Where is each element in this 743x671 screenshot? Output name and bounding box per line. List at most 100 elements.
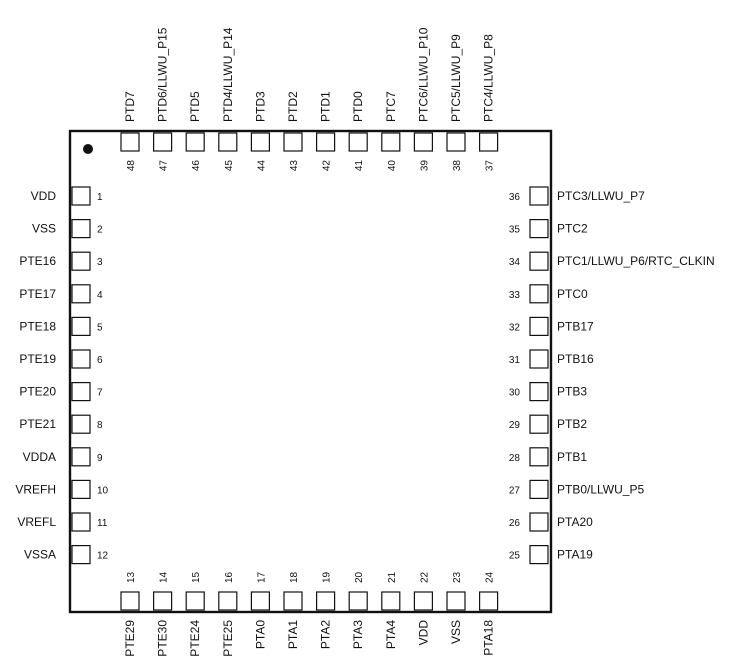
pin-pad [529,447,549,467]
pin-pad [185,591,205,611]
pin-number: 21 [387,571,398,583]
pin-pad [71,349,91,369]
pin-name: PTE19 [19,352,56,366]
pin-number: 26 [509,518,521,529]
pin-name: PTE20 [19,385,56,399]
pin-pad [529,382,549,402]
pin-number: 25 [509,551,521,562]
pin-number: 3 [97,257,103,268]
pin-pad [529,219,549,239]
pin-name: PTE25 [221,620,235,657]
pin-pad [71,447,91,467]
pin-pad [529,186,549,206]
pin-name: VDD [31,189,57,203]
pin-name: PTE16 [19,254,56,268]
pin-pad [529,414,549,434]
pin-number: 16 [224,571,235,583]
pin-name: VDDA [23,450,56,464]
pin-name: PTC3/LLWU_P7 [557,189,645,203]
pin-number: 44 [256,160,267,172]
pin-number: 32 [509,322,521,333]
pin-number: 9 [97,453,103,464]
pin-number: 24 [485,571,496,583]
pin-number: 4 [97,290,103,301]
pin-name: PTB16 [557,352,594,366]
pin-name: PTC5/LLWU_P9 [449,34,463,122]
pin-pad [185,132,205,152]
pin-number: 15 [191,571,202,583]
pin-pad [283,132,303,152]
pin-number: 30 [509,388,521,399]
pin-name: PTA1 [286,620,300,649]
pin-number: 38 [452,160,463,172]
pin-number: 11 [97,518,108,529]
pin-number: 40 [387,160,398,172]
pin-number: 48 [126,160,137,172]
pin-number: 20 [354,571,365,583]
pin-pad [120,591,140,611]
pin-number: 19 [322,571,333,583]
pin-number: 13 [126,571,137,583]
pin-pad [529,284,549,304]
pin-number: 35 [509,225,521,236]
pin-pad [529,479,549,499]
pin-number: 10 [97,485,109,496]
pin-pad [381,132,401,152]
pin-pad [250,591,270,611]
package-body [68,129,553,614]
pin-number: 36 [509,192,521,203]
pin-name: PTA4 [384,620,398,649]
pin-number: 42 [322,160,333,172]
pin-pad [71,512,91,532]
pin-pad [316,132,336,152]
pin-pad [71,544,91,565]
pin-name: PTE18 [19,319,56,333]
pin-number: 41 [354,160,365,172]
pin-name: PTA20 [557,515,593,529]
pin-number: 12 [97,551,109,562]
pin-number: 23 [452,571,463,583]
pin-name: PTC2 [557,222,588,236]
pin-name: PTD6/LLWU_P15 [156,27,170,122]
pin-number: 27 [509,485,521,496]
pin-pad [71,382,91,402]
pin-name: PTA18 [482,620,496,656]
pin-name: PTD0 [351,91,365,122]
pin-name: PTE24 [188,620,202,657]
pin-name: PTC1/LLWU_P6/RTC_CLKIN [557,254,715,268]
pin-pad [479,591,499,611]
pin-name: PTB17 [557,319,594,333]
pin-number: 1 [97,192,103,203]
pin-name: PTB1 [557,450,587,464]
pin-pad [529,251,549,271]
pin-pad [381,591,401,611]
pin-pad [446,591,466,611]
pin-pad [120,132,140,152]
pin-name: PTE30 [156,620,170,657]
pin-name: VSS [32,222,56,236]
pin-number: 5 [97,322,103,333]
pin-pad [71,219,91,239]
pin-pad [153,591,173,611]
pin-number: 28 [509,453,521,464]
pin-name: PTD3 [253,91,267,122]
pin-pad [529,544,549,565]
pin-number: 29 [509,420,521,431]
pin-pad [529,349,549,369]
pin-name: VDD [416,620,430,646]
pin-pad [71,414,91,434]
pin-pad [71,479,91,499]
pin-name: PTC7 [384,91,398,122]
pin-pad [529,512,549,532]
pin-pad [348,132,368,152]
pin-name: PTD1 [319,91,333,122]
pin-pad [218,132,238,152]
pin-name: PTE21 [19,417,56,431]
pin-number: 8 [97,420,103,431]
pin-pad [71,316,91,336]
pin-name: PTD7 [123,91,137,122]
pin1-marker-dot [83,144,93,154]
pin-number: 7 [97,388,103,399]
pin-number: 37 [485,160,496,172]
